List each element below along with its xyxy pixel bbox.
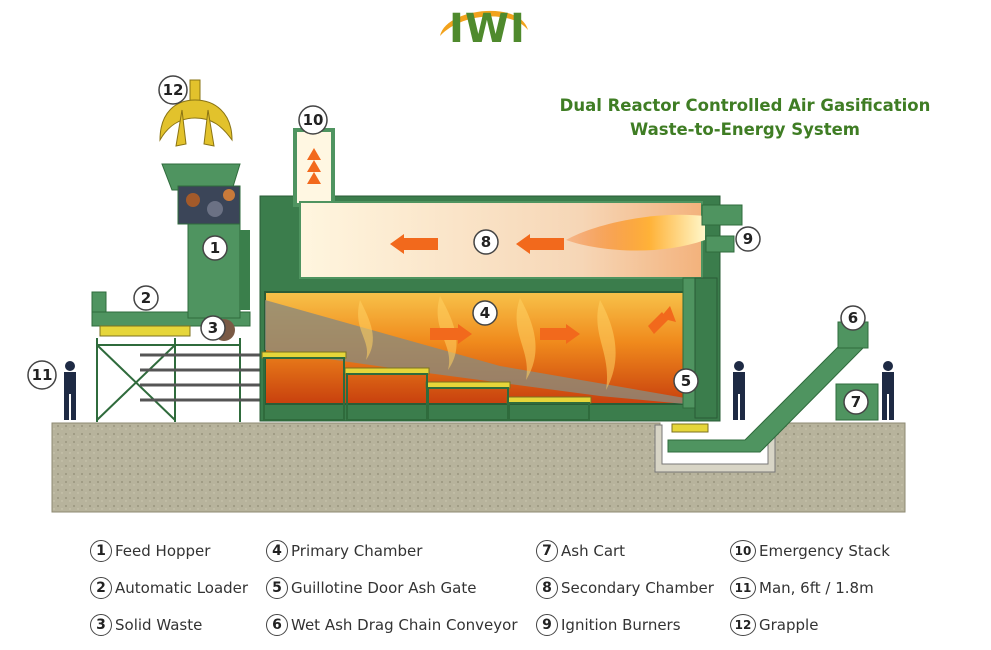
callout-10: 10 [298, 105, 328, 135]
man-figure-middle [733, 361, 745, 420]
legend-label: Secondary Chamber [561, 579, 714, 597]
hearth-frame [263, 357, 590, 421]
grapple [159, 79, 233, 147]
flow-arrows [307, 148, 676, 344]
callout-4: 4 [472, 300, 498, 326]
title-line-1: Dual Reactor Controlled Air Gasification [559, 96, 931, 115]
legend-label: Solid Waste [115, 616, 203, 634]
svg-text:8: 8 [481, 233, 491, 251]
callout-6: 6 [840, 305, 866, 331]
svg-text:3: 3 [208, 319, 218, 337]
legend-number: 10 [730, 540, 756, 562]
legend-item-man: 11 Man, 6ft / 1.8m [730, 575, 874, 601]
title-line-2: Waste-to-Energy System [630, 120, 860, 139]
legend-item-drag-chain-conveyor: 6 Wet Ash Drag Chain Conveyor [266, 612, 517, 638]
legend-item-automatic-loader: 2 Automatic Loader [90, 575, 248, 601]
diagram-title: Dual Reactor Controlled Air Gasification… [540, 94, 950, 142]
legend-number: 1 [90, 540, 112, 562]
legend-label: Ignition Burners [561, 616, 681, 634]
svg-text:9: 9 [743, 230, 753, 248]
legend-number: 12 [730, 614, 756, 636]
svg-text:2: 2 [141, 289, 151, 307]
legend-item-grapple: 12 Grapple [730, 612, 818, 638]
conveyor-tray [671, 423, 709, 433]
legend-item-primary-chamber: 4 Primary Chamber [266, 538, 422, 564]
legend-number: 4 [266, 540, 288, 562]
callout-9: 9 [735, 226, 761, 252]
legend-item-feed-hopper: 1 Feed Hopper [90, 538, 210, 564]
callout-11: 11 [27, 360, 57, 390]
legend-number: 11 [730, 577, 756, 599]
svg-text:12: 12 [163, 81, 184, 99]
callout-2: 2 [133, 285, 159, 311]
callout-5: 5 [673, 368, 699, 394]
ignition-burner-top [701, 204, 743, 226]
callout-8: 8 [473, 229, 499, 255]
svg-text:5: 5 [681, 372, 691, 390]
loader-motor [91, 291, 107, 313]
legend-number: 2 [90, 577, 112, 599]
legend-item-ignition-burners: 9 Ignition Burners [536, 612, 681, 638]
legend-item-guillotine-door: 5 Guillotine Door Ash Gate [266, 575, 476, 601]
svg-text:10: 10 [303, 111, 324, 129]
svg-text:6: 6 [848, 309, 858, 327]
logo [440, 10, 528, 36]
callout-12: 12 [158, 75, 188, 105]
callout-3: 3 [200, 315, 226, 341]
legend-number: 6 [266, 614, 288, 636]
loader-rams [140, 353, 265, 402]
legend: 1 Feed Hopper 2 Automatic Loader 3 Solid… [90, 538, 970, 643]
legend-number: 5 [266, 577, 288, 599]
legend-item-ash-cart: 7 Ash Cart [536, 538, 625, 564]
logo-swoosh [440, 10, 528, 36]
svg-text:11: 11 [32, 366, 53, 384]
ignition-burner-bottom [705, 235, 735, 253]
legend-number: 7 [536, 540, 558, 562]
loader-frame [96, 338, 241, 422]
legend-label: Guillotine Door Ash Gate [291, 579, 477, 597]
burner-flame [566, 214, 705, 251]
ground [51, 422, 906, 513]
logo-text: IWI [449, 6, 526, 52]
legend-item-solid-waste: 3 Solid Waste [90, 612, 202, 638]
legend-label: Ash Cart [561, 542, 626, 560]
legend-label: Emergency Stack [759, 542, 890, 560]
legend-number: 3 [90, 614, 112, 636]
svg-text:1: 1 [210, 239, 220, 257]
legend-number: 9 [536, 614, 558, 636]
legend-label: Man, 6ft / 1.8m [759, 579, 874, 597]
legend-label: Grapple [759, 616, 819, 634]
svg-text:4: 4 [480, 304, 490, 322]
callout-1: 1 [202, 235, 228, 261]
legend-label: Primary Chamber [291, 542, 423, 560]
man-figure-right [882, 361, 894, 420]
legend-label: Wet Ash Drag Chain Conveyor [291, 616, 518, 634]
legend-number: 8 [536, 577, 558, 599]
waste-bed [265, 300, 685, 404]
loader-tray [99, 325, 191, 337]
legend-label: Feed Hopper [115, 542, 211, 560]
callout-7: 7 [843, 389, 869, 415]
legend-item-secondary-chamber: 8 Secondary Chamber [536, 575, 714, 601]
svg-text:7: 7 [851, 393, 861, 411]
legend-label: Automatic Loader [115, 579, 249, 597]
legend-item-emergency-stack: 10 Emergency Stack [730, 538, 890, 564]
man-figure-left [64, 361, 76, 420]
